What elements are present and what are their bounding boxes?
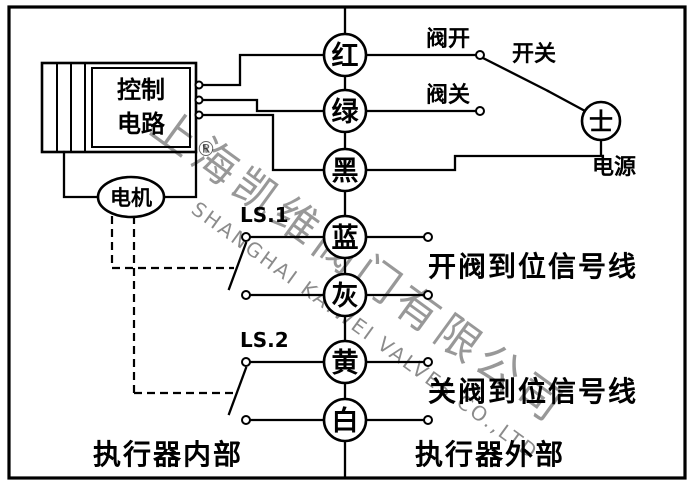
control-box-label-line2: 电路 bbox=[117, 110, 166, 138]
actuator-external-label: 执行器外部 bbox=[415, 438, 565, 471]
ls1-label: LS.1 bbox=[240, 203, 289, 227]
wire-node-gray bbox=[322, 272, 368, 318]
wire-label-gray: 灰 bbox=[332, 281, 359, 312]
box-to-motor-right bbox=[162, 150, 198, 199]
actuator-internal-label: 执行器内部 bbox=[93, 438, 243, 471]
control-box bbox=[40, 61, 198, 154]
box-terminal-2 bbox=[194, 95, 204, 105]
wire-nodes: 红 绿 黑 蓝 灰 黄 白 bbox=[322, 32, 368, 443]
box-terminal-3 bbox=[194, 110, 204, 120]
wire-node-blue bbox=[322, 214, 368, 260]
wire-label-green: 绿 bbox=[332, 97, 360, 128]
ls1-contact-blue bbox=[241, 232, 251, 242]
wire-label-red: 红 bbox=[332, 40, 359, 72]
ls1-contact-gray bbox=[241, 290, 251, 300]
ls2-contact-yellow bbox=[241, 357, 251, 367]
control-box-label-frame bbox=[91, 67, 191, 148]
power-source-circle bbox=[580, 100, 622, 142]
motor-ellipse bbox=[96, 175, 166, 219]
wire-node-black bbox=[322, 147, 368, 193]
wire-label-black: 黑 bbox=[332, 156, 359, 187]
valve-open-contact bbox=[475, 50, 485, 60]
wire-node-green bbox=[322, 88, 368, 134]
control-box-label-line1: 控制 bbox=[117, 76, 165, 104]
close-signal-label: 关阀到位信号线 bbox=[428, 375, 638, 408]
valve-close-contact bbox=[475, 106, 485, 116]
power-label: 电源 bbox=[592, 155, 636, 180]
power-to-black-wire bbox=[364, 138, 603, 172]
gray-external-terminal bbox=[423, 290, 433, 300]
mechanical-linkage-lines bbox=[110, 216, 234, 395]
wire-node-red bbox=[322, 32, 368, 78]
box-to-red-wire bbox=[200, 53, 326, 87]
power-source-symbol: 士 bbox=[589, 108, 613, 136]
wire-node-yellow bbox=[322, 339, 368, 385]
wire-label-blue: 蓝 bbox=[332, 223, 359, 254]
control-box-outline bbox=[40, 61, 198, 154]
motor-label: 电机 bbox=[110, 186, 152, 210]
ls1-blade bbox=[227, 241, 248, 291]
switch-label: 开关 bbox=[512, 42, 556, 67]
switch-blade bbox=[481, 56, 550, 93]
ls2-contact-white bbox=[241, 415, 251, 425]
white-external-terminal bbox=[423, 415, 433, 425]
box-to-motor-left bbox=[62, 150, 100, 199]
ls2-blade bbox=[227, 366, 248, 416]
terminal-dots bbox=[194, 50, 485, 425]
valve-open-label: 阀开 bbox=[426, 27, 470, 52]
yellow-external-terminal bbox=[423, 357, 433, 367]
blue-external-terminal bbox=[423, 232, 433, 242]
diagram-border bbox=[7, 5, 687, 480]
box-terminal-1 bbox=[194, 80, 204, 90]
ls2-label: LS.2 bbox=[240, 328, 289, 352]
wire-label-white: 白 bbox=[332, 405, 359, 437]
open-signal-label: 开阀到位信号线 bbox=[428, 250, 638, 283]
valve-close-label: 阀关 bbox=[426, 83, 470, 108]
box-to-black-wire bbox=[200, 113, 326, 172]
wire-node-white bbox=[322, 397, 368, 443]
switch-to-power bbox=[546, 89, 587, 113]
wire-label-yellow: 黄 bbox=[332, 348, 359, 379]
box-to-green-wire bbox=[200, 98, 326, 113]
registered-trademark-icon: ® bbox=[196, 137, 216, 161]
